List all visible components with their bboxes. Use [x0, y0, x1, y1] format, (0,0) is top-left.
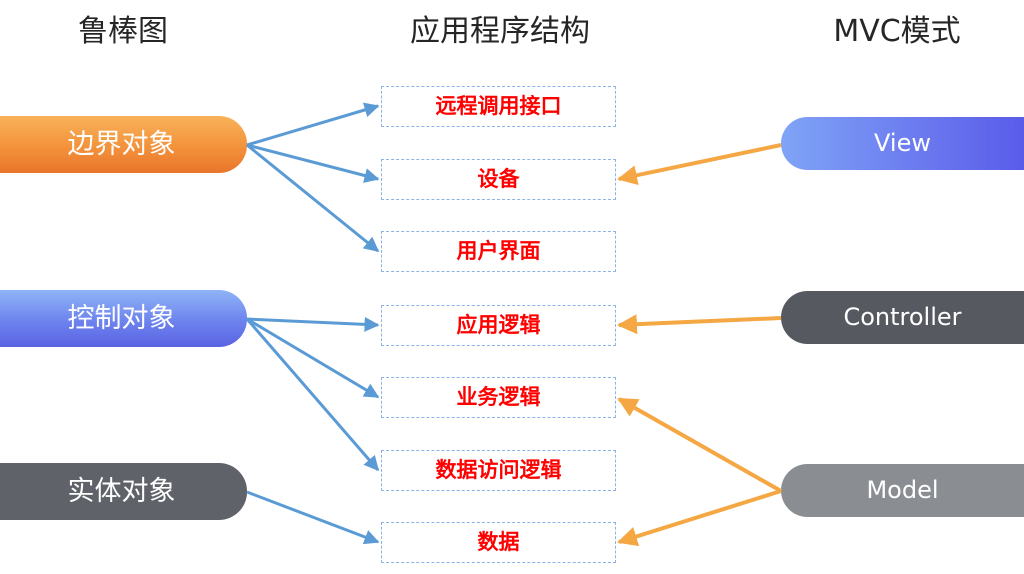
layer-data: 数据	[381, 522, 616, 563]
arrow-control-to-access	[245, 318, 380, 472]
header-app-structure: 应用程序结构	[410, 14, 590, 49]
arrow-model-to-business	[617, 397, 782, 493]
arrow-control-to-app	[246, 316, 380, 332]
arrow-controller-to-app	[617, 314, 782, 335]
arrow-entity-to-data	[246, 490, 380, 545]
arrow-view-to-device	[617, 143, 782, 186]
layer-user-interface: 用户界面	[381, 231, 616, 272]
boundary-object: 边界对象	[0, 116, 247, 173]
header-mvc: MVC模式	[833, 14, 961, 49]
header-robustness: 鲁棒图	[78, 14, 168, 49]
arrow-control-to-business	[246, 317, 380, 399]
arrow-boundary-to-remote	[246, 102, 380, 147]
arrow-boundary-to-ui	[246, 143, 380, 253]
mvc-controller: Controller	[781, 291, 1024, 344]
control-object: 控制对象	[0, 290, 247, 347]
entity-object: 实体对象	[0, 463, 247, 520]
layer-business-logic: 业务逻辑	[381, 377, 616, 418]
layer-remote-interface: 远程调用接口	[381, 86, 616, 127]
mvc-view: View	[781, 117, 1024, 170]
layer-data-access: 数据访问逻辑	[381, 450, 616, 491]
layer-app-logic: 应用逻辑	[381, 305, 616, 346]
mvc-model: Model	[781, 464, 1024, 517]
arrow-model-to-data	[617, 489, 782, 547]
layer-device: 设备	[381, 159, 616, 200]
arrow-boundary-to-device	[246, 143, 380, 183]
